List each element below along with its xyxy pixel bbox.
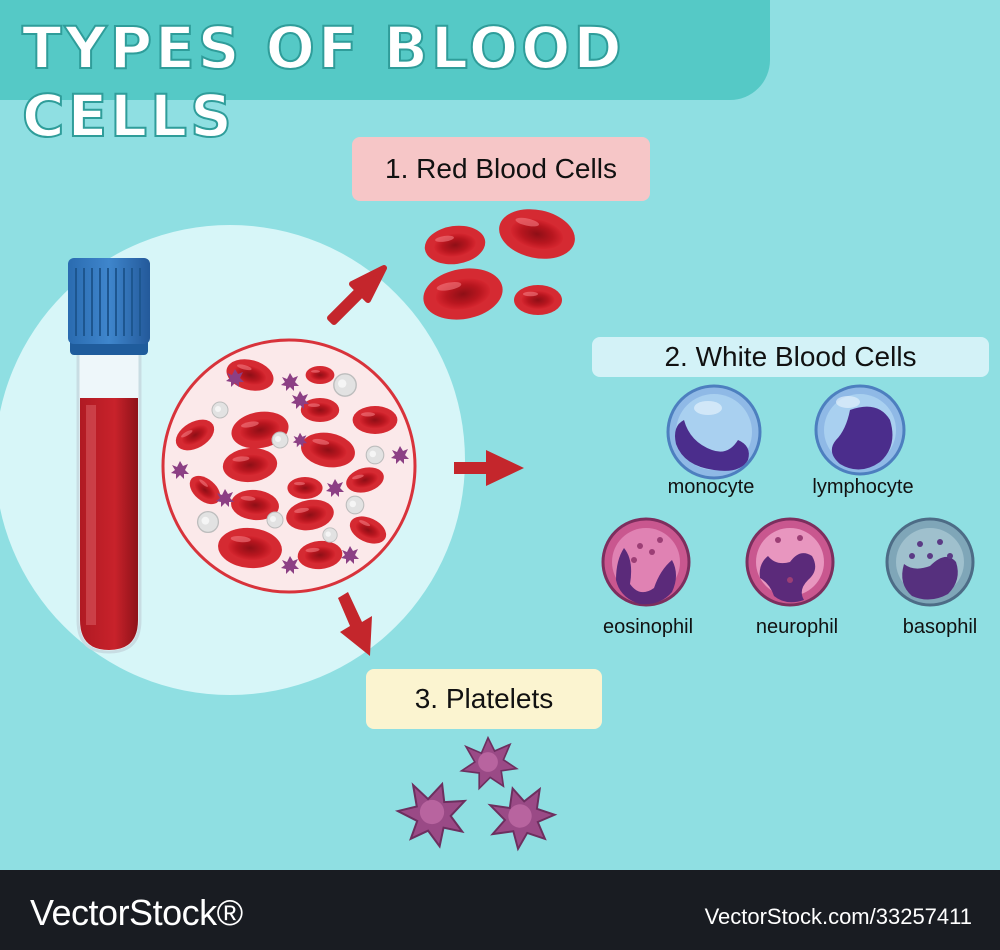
basophil-icon xyxy=(885,517,975,607)
basophil-label: basophil xyxy=(902,616,978,638)
white-blood-cells-label: 2. White Blood Cells xyxy=(592,337,989,377)
red-blood-cells-label: 1. Red Blood Cells xyxy=(352,137,650,201)
illustration xyxy=(0,202,975,856)
watermark-logo: VectorStock® xyxy=(30,892,243,933)
platelets-icon xyxy=(389,736,562,856)
neurophil-label: neurophil xyxy=(755,616,839,638)
footer-bar: VectorStock® VectorStock.com/33257411 xyxy=(0,870,1000,950)
arrow-icons xyxy=(327,265,524,656)
title-banner: TYPES OF BLOOD CELLS xyxy=(0,0,770,151)
neurophil-icon xyxy=(745,517,835,607)
lymphocyte-label: lymphocyte xyxy=(812,476,914,498)
image-id-text: VectorStock.com/33257411 xyxy=(704,904,972,929)
arrow-down-right-icon xyxy=(338,592,372,656)
monocyte-label: monocyte xyxy=(667,476,755,498)
red-blood-cells-icon xyxy=(419,202,580,326)
eosinophil-label: eosinophil xyxy=(602,616,694,638)
page-title: TYPES OF BLOOD CELLS xyxy=(21,13,625,151)
lymphocyte-icon xyxy=(814,384,906,476)
monocyte-icon xyxy=(666,384,762,480)
platelets-label: 3. Platelets xyxy=(366,669,602,729)
blood-smear-icon xyxy=(161,338,417,594)
test-tube-icon xyxy=(68,258,150,654)
arrow-right-icon xyxy=(454,450,524,486)
eosinophil-icon xyxy=(601,517,691,607)
arrow-up-right-icon xyxy=(327,265,387,325)
